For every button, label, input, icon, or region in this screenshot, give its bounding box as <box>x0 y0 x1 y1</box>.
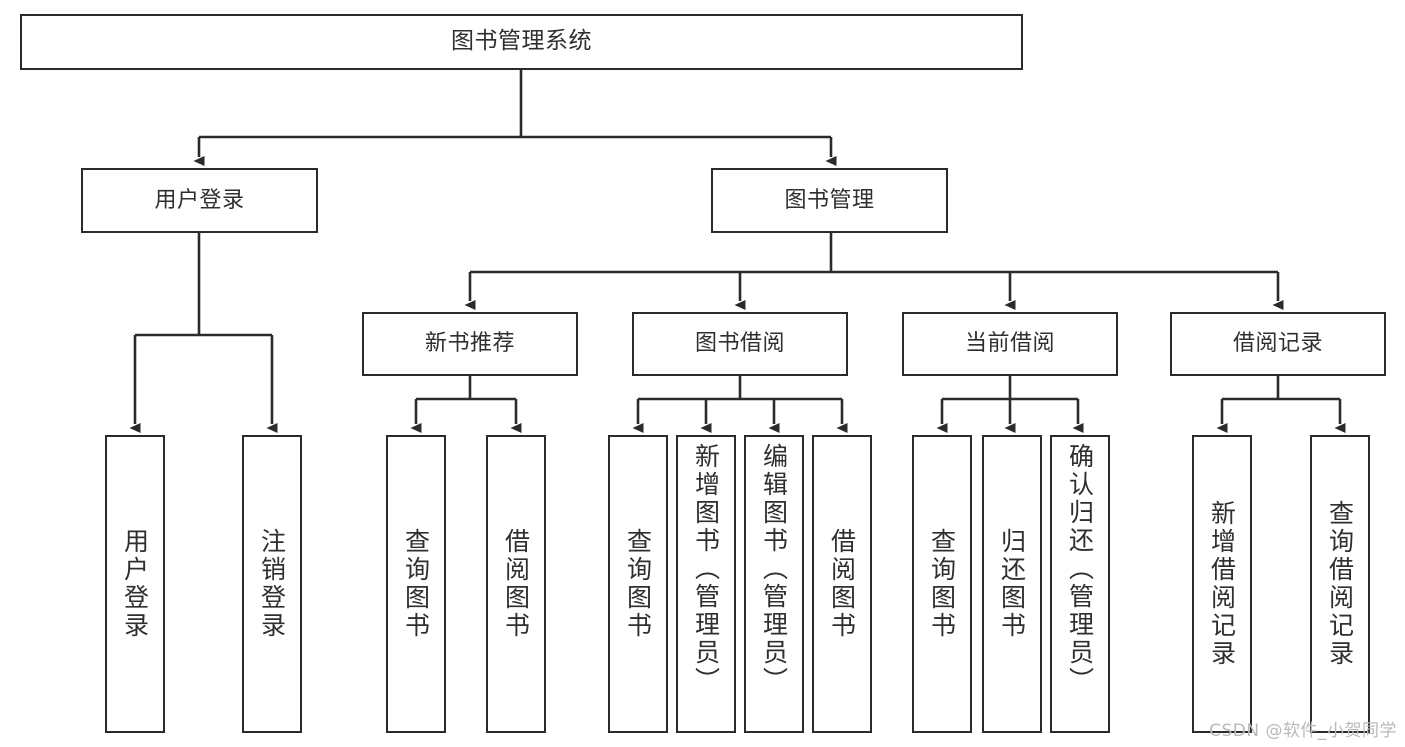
node-current-borrowing[interactable]: 当前借阅 <box>902 312 1118 376</box>
leaf-query-book-recommendation[interactable]: 查询图书 <box>386 435 446 733</box>
leaf-borrow-book-borrowing[interactable]: 借阅图书 <box>812 435 872 733</box>
leaf-user-login[interactable]: 用户登录 <box>105 435 165 733</box>
node-label: 注销登录 <box>257 528 287 640</box>
leaf-query-book-borrowing[interactable]: 查询图书 <box>608 435 668 733</box>
leaf-confirm-return-admin[interactable]: 确认归还（管理员） <box>1050 435 1110 733</box>
node-label: 借阅图书 <box>827 528 857 640</box>
node-root-system[interactable]: 图书管理系统 <box>20 14 1023 70</box>
node-label: 查询图书 <box>401 528 431 640</box>
leaf-logout[interactable]: 注销登录 <box>242 435 302 733</box>
node-label: 图书管理 <box>784 187 875 213</box>
node-label: 图书借阅 <box>694 331 785 357</box>
node-label: 确认归还（管理员） <box>1065 443 1095 695</box>
node-label: 用户登录 <box>154 187 245 213</box>
node-book-borrowing[interactable]: 图书借阅 <box>632 312 848 376</box>
node-label: 借阅图书 <box>501 528 531 640</box>
node-label: 归还图书 <box>997 528 1027 640</box>
node-label: 查询借阅记录 <box>1325 500 1355 668</box>
leaf-add-borrow-record[interactable]: 新增借阅记录 <box>1192 435 1252 733</box>
leaf-query-book-current[interactable]: 查询图书 <box>912 435 972 733</box>
node-label: 借阅记录 <box>1232 331 1323 357</box>
node-label: 编辑图书（管理员） <box>759 443 789 695</box>
node-user-login[interactable]: 用户登录 <box>81 168 318 233</box>
node-label: 用户登录 <box>120 528 150 640</box>
node-new-book-recommendation[interactable]: 新书推荐 <box>362 312 578 376</box>
node-label: 新书推荐 <box>424 331 515 357</box>
node-label: 新增借阅记录 <box>1207 500 1237 668</box>
node-label: 当前借阅 <box>964 331 1055 357</box>
leaf-return-book[interactable]: 归还图书 <box>982 435 1042 733</box>
leaf-borrow-book-recommendation[interactable]: 借阅图书 <box>486 435 546 733</box>
leaf-edit-book-admin[interactable]: 编辑图书（管理员） <box>744 435 804 733</box>
node-label: 图书管理系统 <box>451 28 592 55</box>
node-label: 查询图书 <box>927 528 957 640</box>
node-label: 新增图书（管理员） <box>691 443 721 695</box>
leaf-query-borrow-record[interactable]: 查询借阅记录 <box>1310 435 1370 733</box>
csdn-watermark: CSDN @软件_小贺同学 <box>1209 721 1397 741</box>
leaf-add-book-admin[interactable]: 新增图书（管理员） <box>676 435 736 733</box>
node-borrowing-records[interactable]: 借阅记录 <box>1170 312 1386 376</box>
node-label: 查询图书 <box>623 528 653 640</box>
node-book-management[interactable]: 图书管理 <box>711 168 948 233</box>
